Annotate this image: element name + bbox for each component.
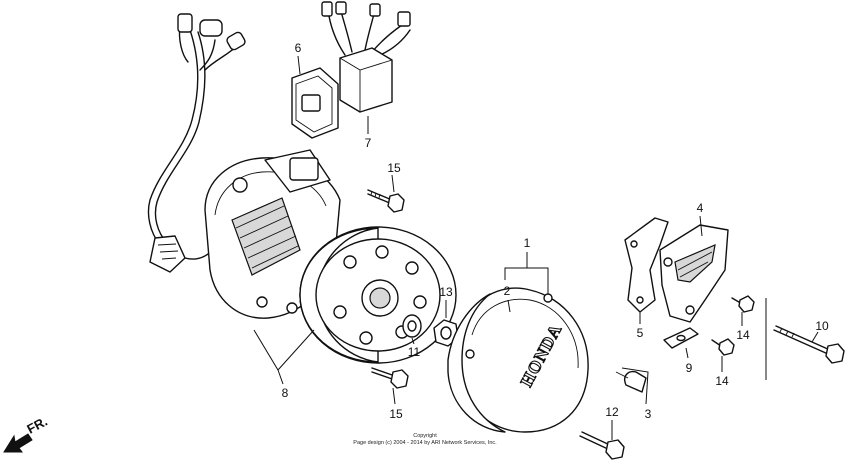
label-part-7: 7: [365, 136, 372, 150]
harness-plug: [149, 235, 186, 273]
connector-b: [199, 19, 223, 37]
part-14-bolt-upper: [731, 295, 755, 313]
label-part-13: 13: [439, 285, 453, 299]
part-5-gasket: [624, 217, 669, 313]
part-15-bolt-lower: [371, 367, 409, 389]
part-11-washer: [402, 314, 422, 338]
label-part-11: 11: [408, 345, 421, 359]
label-part-9: 9: [686, 361, 693, 375]
copyright-line-1: Copyright: [413, 433, 437, 439]
part-14-bolt-lower: [711, 338, 735, 356]
part-3-clamp: [615, 370, 647, 393]
wire-harness: [147, 13, 246, 273]
label-part-15-upper: 15: [387, 161, 401, 175]
label-part-3: 3: [645, 407, 652, 421]
connector-c: [226, 31, 246, 51]
label-part-12: 12: [605, 405, 619, 419]
part-15-bolt-upper: [367, 189, 405, 213]
part-13-nut: [433, 319, 459, 347]
leader-lines: [253, 55, 819, 440]
label-part-14-lower: 14: [715, 374, 729, 388]
label-part-2: 2: [504, 284, 511, 298]
label-part-15-lower: 15: [389, 407, 403, 421]
copyright-line-2: Page design (c) 2004 - 2014 by ARI Netwo…: [353, 440, 497, 446]
connector-a: [177, 13, 193, 33]
part-6-bracket: [291, 67, 339, 139]
label-part-1: 1: [524, 236, 531, 250]
label-part-8: 8: [282, 386, 289, 400]
label-part-6: 6: [295, 41, 302, 55]
front-label: FR.: [24, 414, 50, 437]
front-direction-indicator: FR.: [3, 414, 50, 453]
front-arrow-icon: [3, 433, 33, 453]
part-9-plate: [663, 327, 699, 349]
label-part-10: 10: [815, 319, 829, 333]
part-2-cover: HONDA: [447, 287, 589, 433]
part-7-cdi-unit: [321, 1, 411, 113]
flywheel-rotor: [299, 226, 457, 364]
part-10-bolt: [773, 325, 845, 364]
part-12-bolt: [579, 431, 625, 460]
label-part-4: 4: [697, 201, 704, 215]
part-4-sprocket-cover: [659, 224, 729, 323]
label-part-14-upper: 14: [736, 328, 750, 342]
label-part-5: 5: [637, 326, 644, 340]
